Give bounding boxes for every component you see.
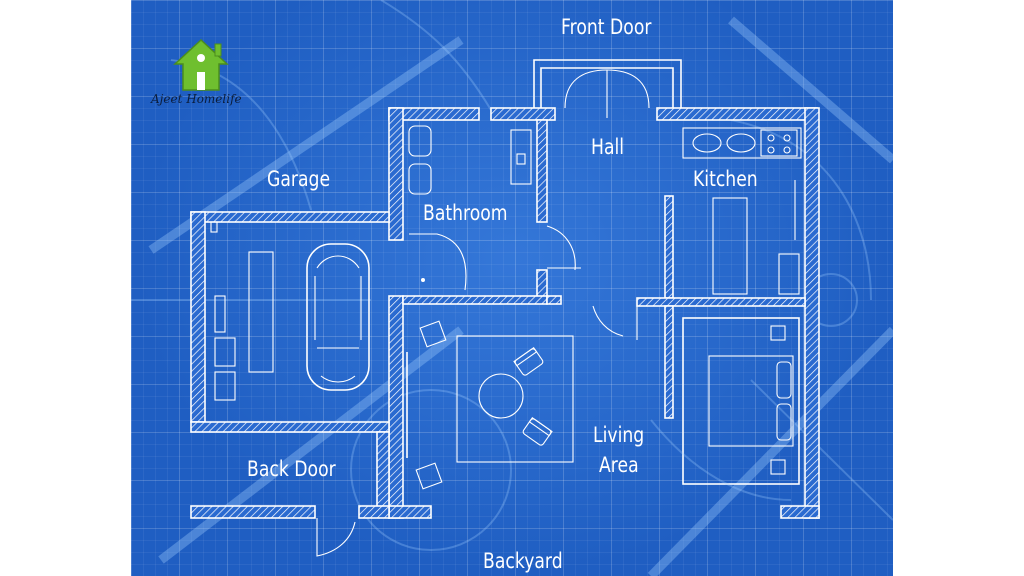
kitchen-fixtures [682, 127, 802, 295]
bathroom-fixtures [408, 125, 581, 291]
garage-bottom-wall [190, 421, 390, 433]
bottom-wall-right [780, 505, 820, 519]
brand-logo: Ajeet Homelife [151, 38, 255, 118]
bedroom [682, 317, 800, 485]
garage-left-wall [190, 211, 206, 423]
blueprint-grid-background [131, 0, 893, 576]
label-hall: Hall [591, 135, 625, 159]
logo-text: Ajeet Homelife [151, 92, 242, 106]
label-garage: Garage [267, 167, 331, 191]
label-kitchen: Kitchen [693, 167, 758, 191]
garage-interior [210, 221, 370, 401]
back-wall-left [190, 505, 316, 519]
kitchen-left-wall [664, 195, 674, 299]
front-entry [533, 59, 682, 118]
bedroom-left-wall [664, 305, 674, 419]
house-icon [173, 38, 229, 91]
bottom-wall-left [388, 505, 432, 519]
top-wall-mid [490, 107, 556, 121]
label-living-area-line2: Area [599, 453, 639, 477]
back-wall-vertical [376, 431, 390, 513]
bathroom-wall-low [536, 269, 548, 299]
bathroom-wall [536, 119, 548, 223]
label-front-door: Front Door [561, 15, 652, 39]
workbench [248, 251, 274, 373]
back-wall-right [358, 505, 390, 519]
living-area [406, 320, 574, 490]
label-bathroom: Bathroom [423, 201, 508, 225]
hall-doors [592, 300, 638, 340]
left-wall-lower [388, 295, 404, 519]
bedroom-room [682, 317, 800, 485]
kitchen-bottom-wall [636, 297, 806, 307]
garage-top-wall [190, 211, 390, 223]
label-back-door: Back Door [247, 457, 336, 481]
bed [708, 355, 794, 447]
blueprint-panel: Ajeet Homelife Front Door Hall Kitchen G… [131, 0, 893, 576]
walls [190, 107, 820, 519]
label-backyard: Backyard [483, 549, 563, 573]
living-top-wall [546, 295, 562, 305]
back-door [316, 518, 356, 557]
bathroom-bottom-wall [402, 295, 548, 305]
coffee-table [478, 373, 524, 419]
left-wall-upper [388, 107, 404, 241]
rug [456, 335, 574, 463]
top-wall-right [656, 107, 818, 121]
car-icon [306, 243, 370, 391]
right-wall [804, 107, 820, 519]
label-living-area-line1: Living [593, 423, 645, 447]
